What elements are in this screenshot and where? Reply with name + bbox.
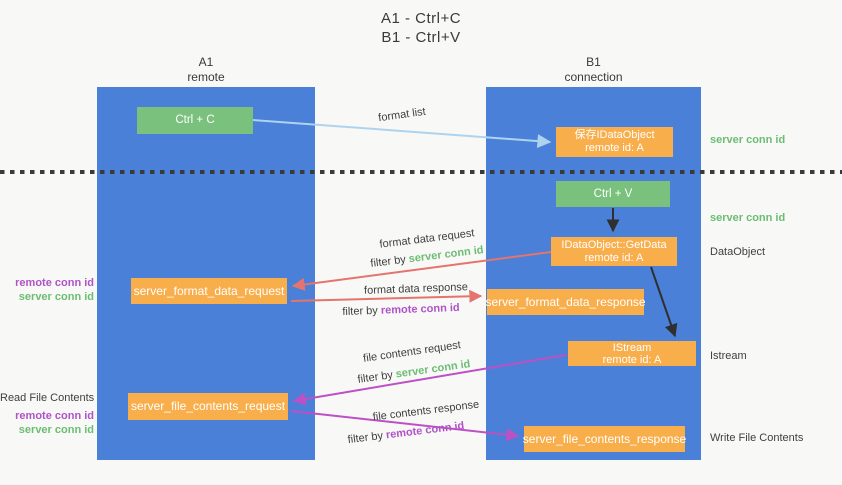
title-line-2: B1 - Ctrl+V bbox=[381, 29, 461, 46]
remote-conn-id-text: remote conn id bbox=[385, 419, 465, 442]
lane-header-b1: B1 connection bbox=[486, 55, 701, 85]
server-format-data-request-node: server_format_data_request bbox=[131, 278, 287, 304]
istream-line1: IStream bbox=[612, 341, 652, 354]
idataobject-getdata-node: IDataObject::GetData remote id: A bbox=[551, 237, 677, 266]
dataobject-label: DataObject bbox=[710, 246, 766, 258]
istream-node: IStream remote id: A bbox=[568, 341, 696, 366]
filter-by-text: filter by bbox=[356, 368, 397, 386]
server-format-data-response-node: server_format_data_response bbox=[485, 289, 646, 315]
ctrl-v-label: Ctrl + V bbox=[593, 187, 633, 200]
format-data-response-arrow bbox=[290, 289, 483, 303]
conn-id-pair-file: remote conn id server conn id bbox=[0, 409, 94, 437]
lane-a1-name: A1 bbox=[198, 55, 214, 69]
format-request-label: server_format_data_request bbox=[133, 283, 285, 298]
server-file-contents-response-node: server_file_contents_response bbox=[522, 426, 687, 452]
write-file-contents-label: Write File Contents bbox=[710, 432, 804, 444]
page-title: A1 - Ctrl+C B1 - Ctrl+V bbox=[0, 9, 842, 47]
lane-b1-name: B1 bbox=[586, 55, 601, 69]
server-conn-id-label-1: server conn id bbox=[18, 291, 94, 303]
server-conn-id-label-top: server conn id bbox=[710, 134, 786, 146]
ctrl-c-label: Ctrl + C bbox=[175, 114, 215, 126]
filter-by-text: filter by bbox=[342, 304, 382, 319]
lane-header-a1: A1 remote bbox=[97, 55, 315, 85]
filter-by-remote-conn-id-label-2: filter by remote conn id bbox=[347, 420, 465, 446]
filter-by-text: filter by bbox=[369, 253, 410, 270]
conn-id-pair-format: remote conn id server conn id bbox=[0, 276, 94, 304]
server-conn-id-text: server conn id bbox=[408, 244, 485, 266]
file-response-label: server_file_contents_response bbox=[522, 431, 687, 446]
server-file-contents-request-node: server_file_contents_request bbox=[128, 393, 288, 420]
file-request-label: server_file_contents_request bbox=[130, 399, 286, 413]
server-conn-id-label-mid: server conn id bbox=[710, 212, 786, 224]
filter-by-remote-conn-id-label-1: filter by remote conn id bbox=[342, 302, 460, 318]
remote-conn-id-label-2: remote conn id bbox=[15, 410, 94, 422]
title-line-1: A1 - Ctrl+C bbox=[380, 10, 462, 27]
lane-a1-role: remote bbox=[187, 70, 225, 84]
istream-side-label: Istream bbox=[710, 350, 747, 362]
save-idataobject-node: 保存IDataObject remote id: A bbox=[556, 127, 673, 157]
format-response-label: server_format_data_response bbox=[485, 294, 646, 309]
lane-b1-role: connection bbox=[564, 70, 623, 84]
istream-line2: remote id: A bbox=[602, 353, 662, 366]
save-idataobject-line2: remote id: A bbox=[585, 142, 644, 154]
server-conn-id-text: server conn id bbox=[394, 358, 472, 381]
remote-conn-id-label-1: remote conn id bbox=[15, 277, 94, 289]
save-idataobject-line1: 保存IDataObject bbox=[574, 129, 655, 141]
format-data-response-label: format data response bbox=[363, 281, 469, 297]
getdata-line1: IDataObject::GetData bbox=[561, 238, 667, 251]
format-list-label: format list bbox=[377, 105, 427, 125]
filter-by-text: filter by bbox=[347, 429, 387, 447]
server-conn-id-label-2: server conn id bbox=[18, 424, 94, 436]
remote-conn-id-text: remote conn id bbox=[380, 301, 460, 317]
ctrl-c-node: Ctrl + C bbox=[137, 107, 253, 134]
getdata-line2: remote id: A bbox=[584, 251, 644, 264]
ctrl-v-node: Ctrl + V bbox=[556, 181, 670, 207]
read-file-contents-label: Read File Contents bbox=[0, 392, 95, 404]
file-contents-response-label: file contents response bbox=[372, 398, 480, 424]
